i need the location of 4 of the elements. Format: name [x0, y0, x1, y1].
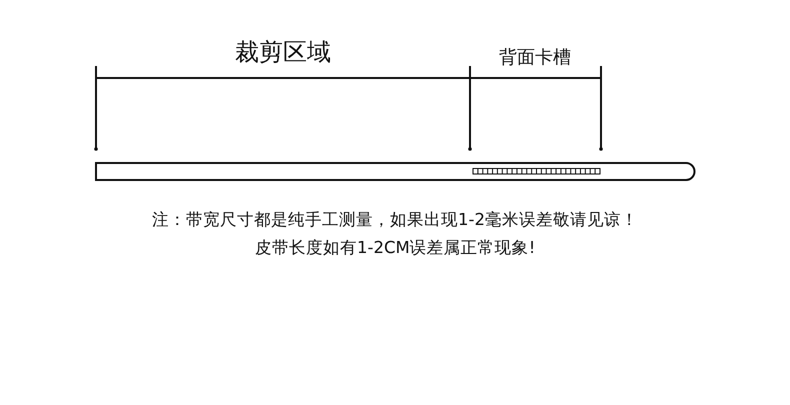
dimension-label: 裁剪区域	[235, 38, 331, 67]
note-text: 注：带宽尺寸都是纯手工测量，如果出现1-2毫米误差敬请见谅！	[152, 210, 638, 230]
dimension-label: 背面卡槽	[499, 47, 571, 69]
note-text: 皮带长度如有1-2CM误差属正常现象!	[255, 238, 536, 258]
